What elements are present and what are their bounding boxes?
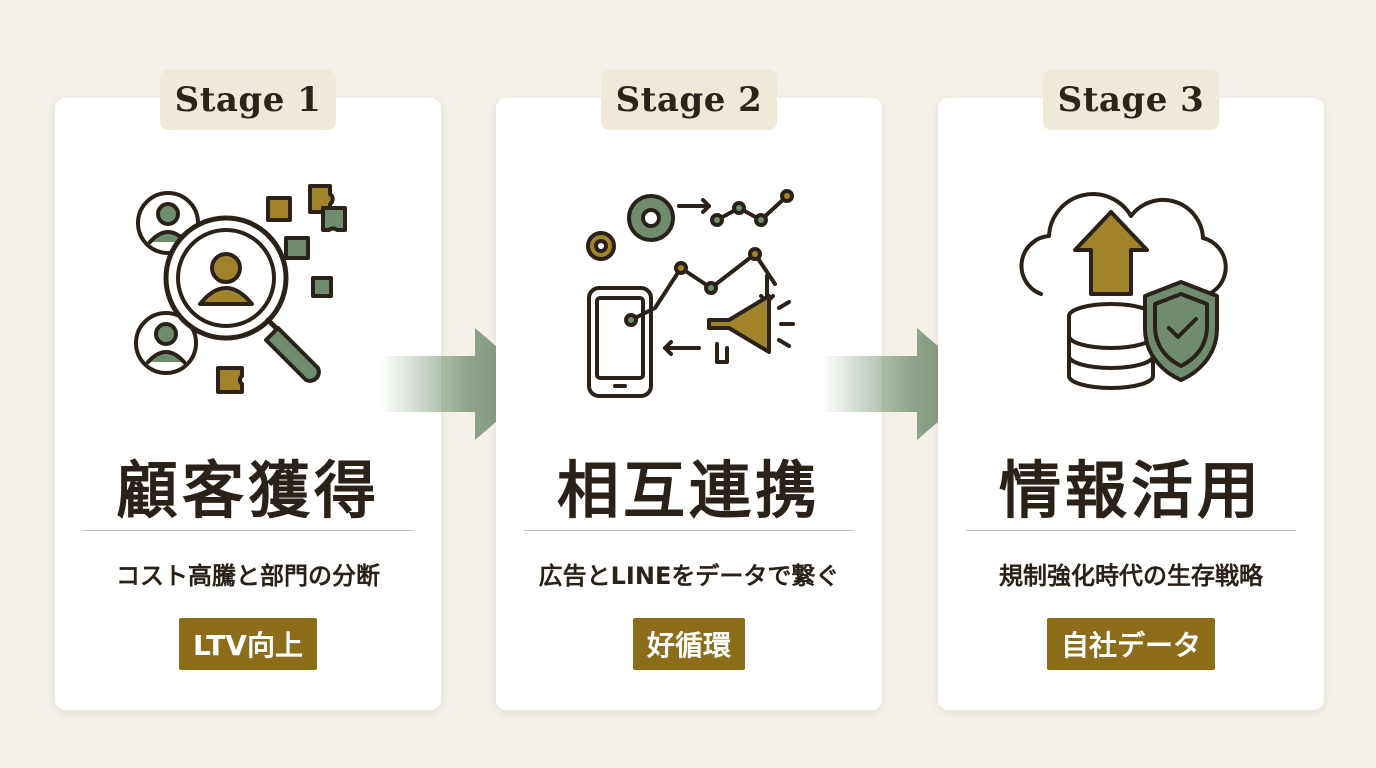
stage-card-3: Stage 3 情報活用 規制強化時代の生存戦略 自社データ [938,70,1324,710]
stage-card-1: Stage 1 顧客獲得 コスト高騰と部門の分断 LTV [55,70,441,710]
cloud-data-security-icon [1001,168,1261,408]
customer-search-icon [118,168,378,408]
stage-card-2: Stage 2 [496,70,882,710]
stage-badge: LTV向上 [179,618,317,670]
stage-label: Stage 3 [1043,70,1219,130]
stage-label: Stage 1 [160,70,336,130]
divider [966,530,1296,531]
stage-subtitle: 規制強化時代の生存戦略 [999,562,1263,590]
stage-title: 顧客獲得 [115,454,380,527]
stage-title: 情報活用 [998,454,1263,527]
stage-title: 相互連携 [556,454,821,527]
divider [83,530,413,531]
mobile-marketing-icon [559,168,819,408]
stage-subtitle: 広告とLINEをデータで繋ぐ [538,562,840,590]
stage-subtitle: コスト高騰と部門の分断 [116,562,380,590]
stage-badge: 自社データ [1046,618,1215,670]
divider [524,530,854,531]
stage-label: Stage 2 [601,70,777,130]
stage-badge: 好循環 [632,618,745,670]
